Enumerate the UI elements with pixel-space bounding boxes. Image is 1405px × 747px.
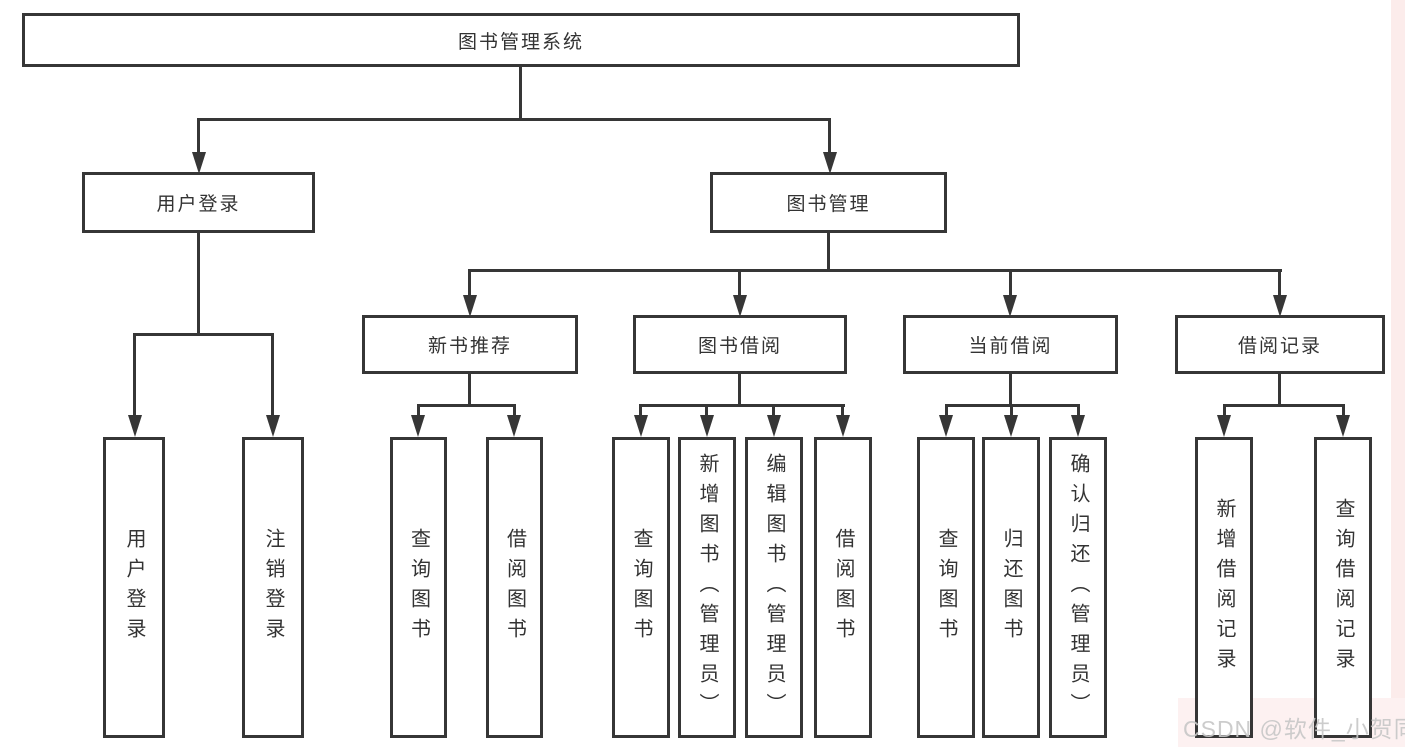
arrowhead-icon bbox=[1217, 415, 1231, 437]
arrowhead-icon bbox=[836, 415, 850, 437]
arrowhead-icon bbox=[192, 152, 206, 174]
leaf-label: 注销登录 bbox=[262, 527, 284, 648]
watermark-tint-band bbox=[1391, 0, 1405, 747]
connector-drop bbox=[417, 404, 420, 418]
arrowhead-icon bbox=[1071, 415, 1085, 437]
arrowhead-icon bbox=[823, 152, 837, 174]
node-new-book-recommend: 新书推荐 bbox=[362, 315, 578, 374]
leaf-edit-book-admin: 编辑图书（管理员） bbox=[745, 437, 803, 738]
leaf-query-books-borrow: 查询图书 bbox=[612, 437, 670, 738]
connector-rail bbox=[417, 404, 516, 407]
node-book-management: 图书管理 bbox=[710, 172, 947, 233]
connector-stem bbox=[738, 373, 741, 407]
leaf-label: 查询图书 bbox=[935, 527, 957, 648]
arrowhead-icon bbox=[700, 415, 714, 437]
arrowhead-icon bbox=[939, 415, 953, 437]
connector-rail bbox=[1223, 404, 1345, 407]
node-label: 图书管理 bbox=[786, 194, 871, 215]
connector-drop bbox=[197, 118, 200, 154]
connector-drop bbox=[945, 404, 948, 418]
node-borrow-records: 借阅记录 bbox=[1175, 315, 1385, 374]
leaf-label: 新增图书（管理员） bbox=[696, 452, 718, 723]
connector-drop bbox=[1010, 404, 1013, 418]
node-label: 图书借阅 bbox=[697, 336, 782, 357]
node-label: 用户登录 bbox=[156, 194, 241, 215]
connector-root-rail bbox=[197, 118, 831, 121]
connector-drop bbox=[1342, 404, 1345, 418]
leaf-add-borrow-record: 新增借阅记录 bbox=[1195, 437, 1253, 738]
leaf-label: 借阅图书 bbox=[832, 527, 854, 648]
arrowhead-icon bbox=[1336, 415, 1350, 437]
arrowhead-icon bbox=[1273, 295, 1287, 317]
node-user-login: 用户登录 bbox=[82, 172, 315, 233]
node-current-borrow: 当前借阅 bbox=[903, 315, 1118, 374]
leaf-label: 归还图书 bbox=[1000, 527, 1022, 648]
leaf-label: 用户登录 bbox=[123, 527, 145, 648]
arrowhead-icon bbox=[1003, 295, 1017, 317]
leaf-label: 查询借阅记录 bbox=[1332, 497, 1354, 678]
connector-drop bbox=[639, 404, 642, 418]
connector-drop bbox=[1077, 404, 1080, 418]
connector-drop bbox=[705, 404, 708, 418]
connector-stem bbox=[827, 233, 830, 272]
connector-drop bbox=[828, 118, 831, 154]
connector-drop bbox=[513, 404, 516, 418]
connector-drop bbox=[1223, 404, 1226, 418]
arrowhead-icon bbox=[767, 415, 781, 437]
arrowhead-icon bbox=[634, 415, 648, 437]
arrowhead-icon bbox=[1004, 415, 1018, 437]
node-root-label: 图书管理系统 bbox=[457, 31, 584, 53]
node-label: 借阅记录 bbox=[1237, 336, 1322, 357]
leaf-query-books-current: 查询图书 bbox=[917, 437, 975, 738]
leaf-user-login: 用户登录 bbox=[103, 437, 165, 738]
connector-drop bbox=[841, 404, 844, 418]
connector-drop bbox=[1278, 269, 1281, 297]
connector-drop bbox=[772, 404, 775, 418]
arrowhead-icon bbox=[266, 415, 280, 437]
arrowhead-icon bbox=[507, 415, 521, 437]
leaf-return-books: 归还图书 bbox=[982, 437, 1040, 738]
leaf-label: 借阅图书 bbox=[503, 527, 526, 648]
connector-rail bbox=[639, 404, 845, 407]
connector-drop bbox=[1009, 269, 1012, 297]
connector-drop bbox=[133, 333, 136, 417]
leaf-label: 确认归还（管理员） bbox=[1067, 452, 1089, 723]
node-book-borrow: 图书借阅 bbox=[633, 315, 847, 374]
node-label: 当前借阅 bbox=[968, 336, 1053, 357]
leaf-borrow-books-recommend: 借阅图书 bbox=[486, 437, 543, 738]
connector-root-stem bbox=[519, 66, 522, 121]
leaf-label: 新增借阅记录 bbox=[1213, 497, 1235, 678]
leaf-logout: 注销登录 bbox=[242, 437, 304, 738]
node-root: 图书管理系统 bbox=[22, 13, 1020, 67]
arrowhead-icon bbox=[128, 415, 142, 437]
leaf-add-book-admin: 新增图书（管理员） bbox=[678, 437, 736, 738]
connector-drop bbox=[738, 269, 741, 297]
leaf-query-borrow-record: 查询借阅记录 bbox=[1314, 437, 1372, 738]
connector-rail bbox=[468, 269, 1282, 272]
csdn-watermark: CSDN @软件_小贺同学 bbox=[1183, 716, 1405, 742]
connector-stem bbox=[468, 373, 471, 407]
leaf-borrow-books: 借阅图书 bbox=[814, 437, 872, 738]
connector-stem bbox=[1278, 373, 1281, 407]
connector-drop bbox=[271, 333, 274, 417]
leaf-label: 查询图书 bbox=[407, 527, 430, 648]
connector-drop bbox=[468, 269, 471, 297]
arrowhead-icon bbox=[411, 415, 425, 437]
connector-rail bbox=[133, 333, 274, 336]
leaf-label: 查询图书 bbox=[630, 527, 652, 648]
arrowhead-icon bbox=[463, 295, 477, 317]
connector-stem bbox=[1009, 373, 1012, 407]
connector-stem bbox=[197, 232, 200, 336]
leaf-query-books-recommend: 查询图书 bbox=[390, 437, 447, 738]
leaf-label: 编辑图书（管理员） bbox=[763, 452, 785, 723]
node-label: 新书推荐 bbox=[427, 336, 512, 357]
arrowhead-icon bbox=[733, 295, 747, 317]
leaf-confirm-return-admin: 确认归还（管理员） bbox=[1049, 437, 1107, 738]
